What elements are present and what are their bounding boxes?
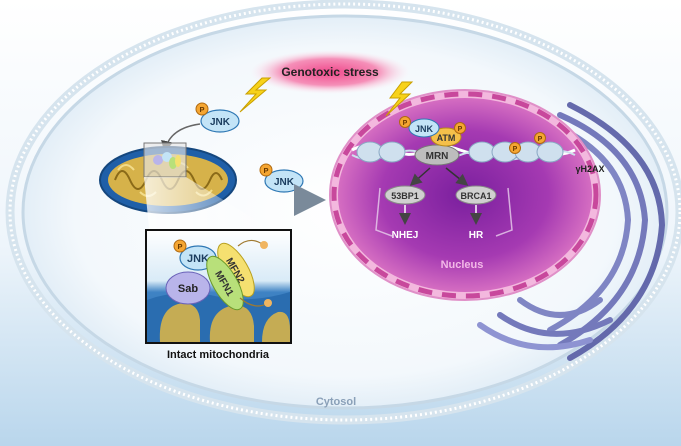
chromatin-band bbox=[351, 141, 576, 163]
repair-pathways: 53BP1 BRCA1 NHEJ HR bbox=[375, 167, 513, 241]
phospho-p-icon: P bbox=[454, 122, 466, 134]
jnk-middle: JNK bbox=[264, 169, 304, 193]
mfn1-protein: MFN1 bbox=[206, 255, 244, 311]
jnk-nuclear-label: JNK bbox=[415, 124, 434, 134]
jnk-top-label: JNK bbox=[210, 117, 231, 128]
jnk-middle-label: JNK bbox=[274, 177, 295, 188]
mrn-complex: MRN bbox=[414, 144, 460, 166]
atm-protein: ATM bbox=[430, 127, 462, 147]
jnk-nuclear: JNK bbox=[408, 118, 440, 138]
svg-text:P: P bbox=[177, 242, 182, 251]
intact-mitochondria-label: Intact mitochondria bbox=[167, 349, 270, 361]
svg-text:P: P bbox=[458, 126, 463, 133]
cytosol-label: Cytosol bbox=[316, 396, 356, 408]
genotoxic-stress-label: Genotoxic stress bbox=[281, 65, 379, 79]
jnk-inset-label: JNK bbox=[187, 253, 209, 265]
lightning-bolt-icon bbox=[239, 77, 272, 113]
phospho-p-icon: P bbox=[173, 239, 187, 253]
nucleus-label: Nucleus bbox=[441, 259, 484, 271]
jnk-top: JNK bbox=[200, 109, 240, 133]
svg-text:P: P bbox=[403, 120, 408, 127]
svg-text:P: P bbox=[538, 136, 543, 143]
svg-text:P: P bbox=[199, 105, 204, 114]
lightning-bolt-icon bbox=[385, 81, 414, 117]
p53bp1-label: 53BP1 bbox=[391, 191, 419, 201]
sab-label: Sab bbox=[178, 283, 198, 295]
nhej-label: NHEJ bbox=[392, 230, 419, 241]
phospho-p-icon: P bbox=[509, 142, 521, 154]
gamma-h2ax-label: γH2AX bbox=[575, 164, 604, 174]
phospho-p-icon: P bbox=[399, 116, 411, 128]
atm-label: ATM bbox=[437, 133, 456, 143]
endoplasmic-reticulum bbox=[477, 102, 666, 361]
svg-text:P: P bbox=[263, 166, 268, 175]
phospho-p-icon: P bbox=[195, 102, 209, 116]
phospho-p-icon: P bbox=[534, 132, 546, 144]
mini-complex-icon bbox=[153, 152, 181, 169]
genotoxic-stress-cloud: Genotoxic stress bbox=[250, 50, 410, 94]
svg-text:P: P bbox=[513, 146, 518, 153]
zoom-beam bbox=[144, 177, 285, 238]
phospho-p-icon: P bbox=[259, 163, 273, 177]
mrn-label: MRN bbox=[426, 151, 449, 162]
hr-label: HR bbox=[469, 230, 484, 241]
brca1-label: BRCA1 bbox=[460, 191, 491, 201]
intact-mitochondria-inset: Sab JNK P MFN2 MFN1 bbox=[145, 229, 292, 344]
